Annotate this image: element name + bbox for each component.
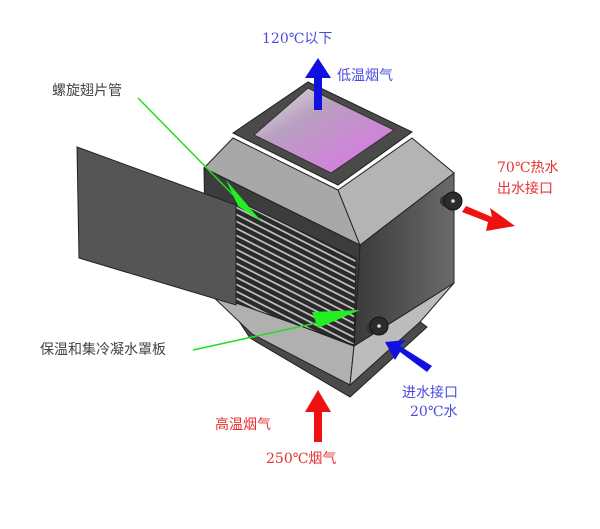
flue-outlet-opening (253, 87, 395, 174)
inlet-water-temp-label: 20℃水 (410, 404, 457, 420)
fin-tube-leader-arrow-icon (137, 97, 262, 222)
insulation-cover-label: 保温和集冷凝水罩板 (40, 341, 166, 358)
water-outlet-connector (440, 191, 463, 211)
top-hood-right (337, 137, 455, 246)
cover-leader-arrow-icon (192, 310, 360, 351)
water-outlet-label: 出水接口 (497, 180, 553, 197)
cold-water-in-arrow-icon (385, 340, 432, 372)
access-door (76, 146, 237, 306)
water-inlet-label: 进水接口 (402, 384, 458, 401)
low-temp-flue-gas-label: 低温烟气 (337, 68, 393, 84)
water-inlet-connector (366, 316, 389, 336)
high-temp-gas-arrow-icon (305, 390, 331, 442)
low-temp-gas-arrow-icon (305, 58, 331, 110)
hot-water-out-arrow-icon (462, 206, 515, 231)
spiral-fin-tube-label: 螺旋翅片管 (52, 83, 122, 99)
hot-water-temp-label: 70℃热水 (497, 160, 558, 176)
outlet-temp-label: 120℃以下 (262, 31, 332, 47)
inlet-gas-temp-label: 250℃烟气 (266, 451, 336, 467)
high-temp-flue-gas-label: 高温烟气 (215, 416, 271, 433)
